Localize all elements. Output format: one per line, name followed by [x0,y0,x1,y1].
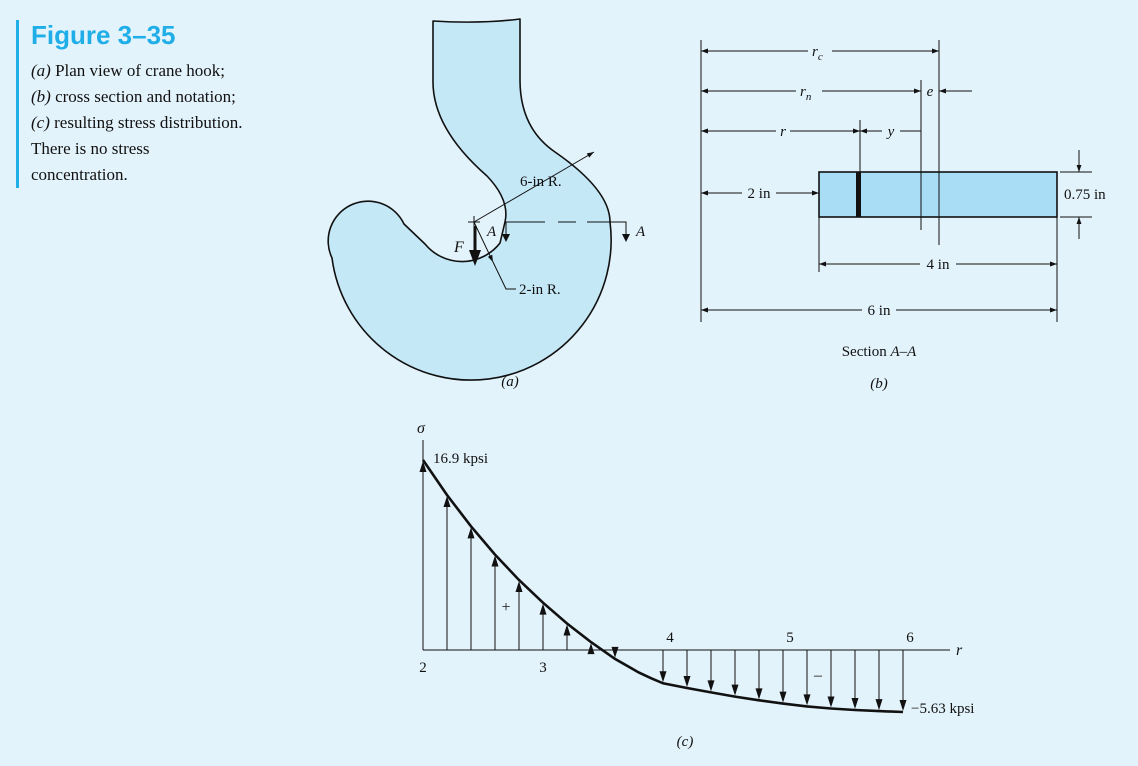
cross-section-diagram: rc rn e r y 2 in 0.75 in 4 in 6 [700,40,1106,392]
stress-arrowhead [419,461,427,472]
element-strip [856,172,861,217]
caption-tag: (c) [31,113,50,132]
section-line [505,221,545,238]
e-label: e [927,84,934,100]
stress-arrowhead [443,495,451,507]
hook-caption: (a) [501,374,519,390]
force-label: F [453,239,464,256]
x-tick-label: 3 [539,660,547,676]
rn-label: rn [800,84,812,103]
section-label-right: A [635,224,646,240]
inner-radius-leader [492,261,516,290]
caption-line-2: (b) cross section and notation; [31,84,311,110]
stress-distribution-chart: σ r 2 3 4 5 6 16.9 kpsi −5.63 kpsi + – (c) [417,420,974,750]
x-axis-label: r [956,642,963,659]
stress-arrowhead [659,671,667,683]
section-rectangle [818,171,1058,218]
x-tick-label: 5 [786,630,794,646]
caption-line-5: concentration. [31,162,311,188]
stress-arrowhead [803,694,811,706]
stress-arrowhead [827,696,835,708]
stress-arrowhead [563,624,571,636]
caption-text: resulting stress distribution. [49,113,243,132]
x-tick-label: 4 [666,630,674,646]
caption-tag: (b) [31,87,51,106]
stress-arrowhead [467,527,475,539]
positive-region-sign: + [501,599,510,616]
section-arrowhead [622,234,630,242]
stress-arrowhead [515,580,523,592]
y-axis-label: σ [417,420,426,437]
stress-arrowhead [731,684,739,696]
max-stress-label: 16.9 kpsi [433,451,488,467]
section-arrowhead [502,234,510,242]
stress-arrowhead [491,555,499,567]
figure-caption: Figure 3–35 (a) Plan view of crane hook;… [16,20,311,188]
stress-arrowhead [779,691,787,703]
caption-line-3: (c) resulting stress distribution. [31,110,311,136]
inner-radius-leader [473,221,494,263]
stress-arrowhead [851,698,859,710]
height-dim-label: 0.75 in [1064,187,1106,203]
stress-arrowhead [539,603,547,615]
inner-radius-label: 2-in R. [519,282,561,298]
section-caption: (b) [870,376,888,392]
negative-region-sign: – [813,667,823,684]
caption-text: cross section and notation; [50,87,236,106]
force-arrowhead [469,250,481,266]
stress-arrowhead [707,680,715,692]
caption-line-4: There is no stress [31,136,311,162]
figure-title: Figure 3–35 [31,20,176,50]
stress-arrowhead [587,643,595,655]
chart-caption: (c) [677,734,694,750]
stress-arrows [419,461,907,711]
stress-arrowhead [899,700,907,711]
caption-tag: (a) [31,61,51,80]
caption-text: There is no stress [31,139,150,158]
stress-curve [421,459,904,714]
y-label: y [886,124,895,140]
section-title: Section A–A [842,344,917,360]
crane-hook-diagram: 6-in R. 2-in R. F A A (a) [327,18,646,390]
min-stress-label: −5.63 kpsi [911,701,974,717]
section-label-left: A [486,224,497,240]
rc-label: rc [812,44,823,63]
caption-text: Plan view of crane hook; [50,61,226,80]
hook-outline [327,18,612,381]
stress-arrowhead [683,675,691,687]
inner-radius-dim-label: 2 in [748,186,771,202]
x-tick-labels: 2 3 4 5 6 [419,630,914,676]
stress-arrowhead [755,688,763,700]
stress-arrowhead [611,646,619,658]
caption-line-1: (a) Plan view of crane hook; [31,58,311,84]
width-dim-label: 4 in [927,257,950,273]
outer-radius-label: 6-in R. [520,174,562,190]
stress-arrowhead [875,699,883,711]
outer-radius-leader [473,151,595,223]
caption-text: concentration. [31,165,128,184]
x-tick-label: 2 [419,660,427,676]
outer-radius-dim-label: 6 in [868,303,891,319]
section-line [587,221,627,238]
r-label: r [780,124,786,140]
x-tick-label: 6 [906,630,914,646]
